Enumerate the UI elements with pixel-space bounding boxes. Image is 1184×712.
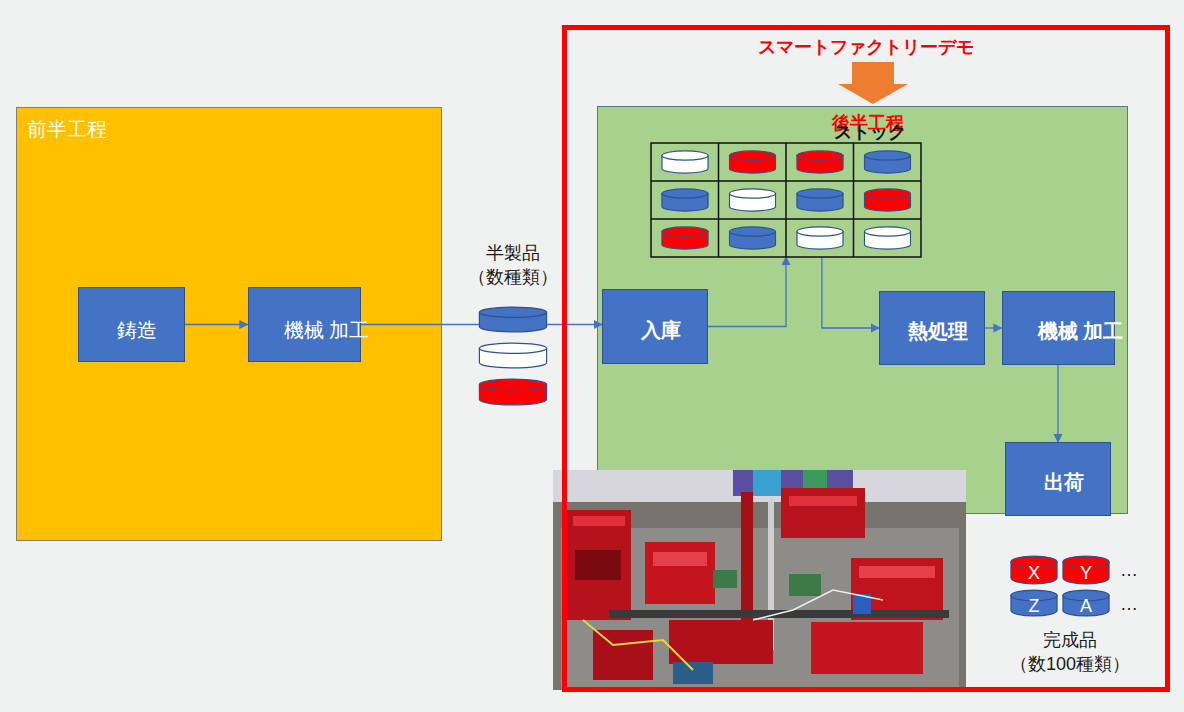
factory-photo xyxy=(553,470,966,690)
demo-frame: スマートファクトリーデモ後半工程ストック入庫熱処理機械 加工出荷 xyxy=(562,25,1170,692)
flow-arrow xyxy=(708,257,786,327)
stock-item xyxy=(729,227,775,249)
stock-item xyxy=(662,151,708,173)
photo-machine xyxy=(645,542,715,604)
stock-item xyxy=(729,189,775,211)
flow-arrow xyxy=(822,257,879,328)
photo-screen xyxy=(673,662,713,684)
product-code: X xyxy=(1010,562,1058,584)
photo-machine xyxy=(669,620,773,664)
box-label: 入庫 xyxy=(630,311,681,343)
stock-item xyxy=(864,227,910,249)
flow-arrow xyxy=(1057,365,1058,442)
heading-text: スマートファクトリーデモ xyxy=(567,30,1165,58)
stock-grid-node: ストック xyxy=(651,114,921,257)
stock-item xyxy=(797,151,843,173)
box-label: 機械 加工 xyxy=(273,307,336,343)
photo-cable xyxy=(583,620,693,670)
photo-circuit-board xyxy=(789,574,821,596)
stock-item xyxy=(797,189,843,211)
process-box: 鋳造 xyxy=(78,287,185,362)
process-box: 機械 加工 xyxy=(248,287,361,362)
process-box: 熱処理 xyxy=(879,291,985,365)
note-label: 半製品 （数種類） xyxy=(462,241,563,289)
photo-circuit-board xyxy=(713,570,737,588)
photo-wall xyxy=(553,470,966,502)
photo-machine xyxy=(593,630,653,680)
stock-item xyxy=(797,227,843,249)
process-box: 機械 加工 xyxy=(1002,291,1115,365)
work-piece xyxy=(479,343,546,368)
input-block-arrow xyxy=(838,62,908,104)
grid-line xyxy=(651,143,921,257)
box-label: 出荷 xyxy=(1033,463,1084,495)
stock-item xyxy=(864,189,910,211)
photo-cable xyxy=(753,590,883,620)
note-label: … xyxy=(1112,592,1146,616)
stock-grid xyxy=(651,143,921,257)
box-label: 熱処理 xyxy=(897,312,968,344)
process-box: 入庫 xyxy=(602,289,708,364)
note-label: … xyxy=(1112,558,1146,582)
photo-machine xyxy=(567,510,631,620)
flow-arrow xyxy=(985,327,1002,328)
photo-background xyxy=(553,470,966,690)
stock-item xyxy=(729,151,775,173)
photo-machine xyxy=(859,566,935,578)
product-code: A xyxy=(1062,595,1110,617)
photo-machine xyxy=(811,622,923,674)
stock-item xyxy=(864,151,910,173)
photo-machine xyxy=(575,550,621,580)
heading-text: 前半工程 xyxy=(16,107,442,141)
process-box: 出荷 xyxy=(1005,442,1111,516)
stock-item xyxy=(662,189,708,211)
work-piece xyxy=(479,307,546,332)
note-label: 完成品 （数100種類） xyxy=(1003,628,1137,676)
photo-machine xyxy=(781,488,865,538)
product-code: Z xyxy=(1010,595,1058,617)
photo-poster xyxy=(753,470,781,496)
process-group: 後半工程ストック入庫熱処理機械 加工出荷 xyxy=(597,106,1128,514)
work-piece xyxy=(479,379,546,405)
flow-arrow xyxy=(185,324,248,325)
stock-item xyxy=(662,227,708,249)
photo-machine xyxy=(789,496,857,506)
photo-machine xyxy=(653,552,707,566)
box-label: 機械 加工 xyxy=(1027,312,1090,344)
grid-line xyxy=(651,143,921,257)
product-item xyxy=(1011,556,1057,584)
product-code: Y xyxy=(1062,562,1110,584)
box-label: 鋳造 xyxy=(106,307,157,343)
photo-machine xyxy=(573,516,625,526)
product-item xyxy=(1063,556,1109,584)
process-group: 前半工程鋳造 機械 加工 xyxy=(16,107,442,541)
heading-text: ストック xyxy=(823,114,906,144)
